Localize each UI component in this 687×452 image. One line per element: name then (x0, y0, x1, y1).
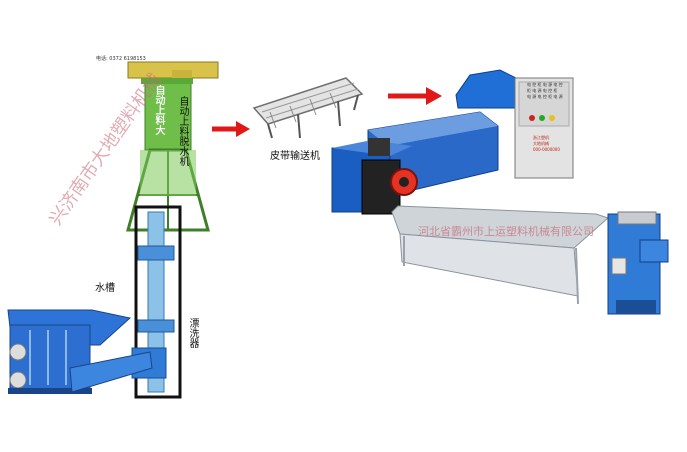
crusher (7, 309, 153, 394)
rinser-outline (134, 205, 182, 399)
flow-arrow-1 (212, 121, 250, 137)
water-tank-label: 水槽 (95, 283, 115, 294)
cooling-trough (391, 205, 609, 305)
pelletizer (607, 211, 669, 315)
watermark-right: 河北省霸州市上运塑料机械有限公司 (418, 225, 594, 238)
rinser-label: 漂洗器 (187, 318, 198, 348)
belt-conveyor (252, 77, 364, 139)
control-panel-text: 电 控 柜 电 源 电 控 柜 电 源 电 控 柜 电 源 电 控 柜 电 源 (527, 82, 563, 99)
flow-arrow-2 (388, 87, 442, 105)
belt-conveyor-label: 皮带输送机 (270, 151, 320, 162)
dewatering-tower (126, 61, 219, 232)
control-panel-brand: 浙江塑机 大地机械 000-0000000 (533, 135, 560, 152)
dewatering-machine-label: 自动上料脱水机 (177, 96, 188, 166)
rinser-column (131, 211, 175, 393)
dryer-body-label: 自动上料大 (153, 85, 164, 135)
phone-label: 电话: 0372 6198153 (96, 56, 146, 62)
extruder (331, 69, 574, 215)
